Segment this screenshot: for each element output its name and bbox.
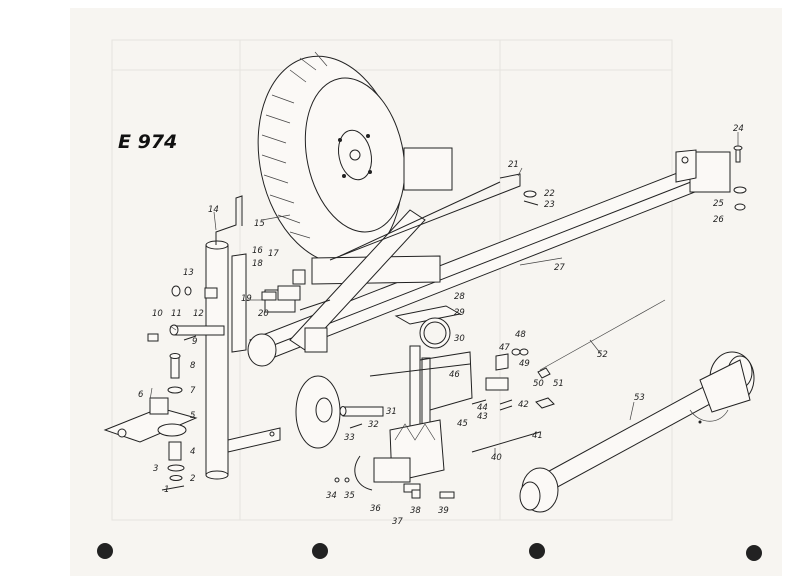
- part-label-46: 46: [449, 370, 460, 380]
- part-label-43: 43: [477, 412, 488, 422]
- punch-hole-2: [312, 543, 328, 559]
- part-label-4: 4: [190, 447, 195, 457]
- right-rods-and-brackets: [471, 299, 666, 453]
- part-label-12: 12: [193, 309, 204, 319]
- main-beam-part-27: [247, 147, 731, 367]
- part-label-35: 35: [344, 491, 355, 501]
- part-label-38: 38: [410, 506, 421, 516]
- part-label-1: 1: [164, 485, 169, 495]
- part-label-28: 28: [454, 292, 465, 302]
- part-label-30: 30: [454, 334, 465, 344]
- part-label-47: 47: [499, 343, 510, 353]
- part-number-labels: 1 2 3 4 5 6 7 8 9 10 11 12 13 14 15 16 1…: [138, 124, 744, 527]
- part-label-48: 48: [515, 330, 526, 340]
- part-label-7: 7: [190, 386, 196, 396]
- punch-hole-4: [746, 545, 762, 561]
- part-label-22: 22: [544, 189, 555, 199]
- punch-holes: [97, 543, 762, 561]
- center-parts: [295, 305, 462, 449]
- part-label-21: 21: [508, 160, 519, 170]
- part-label-25: 25: [713, 199, 724, 209]
- part-label-14: 14: [208, 205, 219, 215]
- part-label-17: 17: [268, 249, 279, 259]
- part-label-51: 51: [553, 379, 564, 389]
- part-label-50: 50: [533, 379, 544, 389]
- part-label-15: 15: [254, 219, 265, 229]
- part-label-26: 26: [713, 215, 724, 225]
- part-label-52: 52: [597, 350, 608, 360]
- part-label-23: 23: [544, 200, 555, 210]
- part-label-49: 49: [519, 359, 530, 369]
- lower-center-mechanism: [334, 345, 487, 499]
- diagram-title: E 974: [118, 131, 177, 153]
- part-label-44: 44: [477, 403, 488, 413]
- part-label-33: 33: [344, 433, 355, 443]
- wheel-tire-part-15: [257, 51, 406, 265]
- punch-hole-3: [529, 543, 545, 559]
- part-label-45: 45: [457, 419, 468, 429]
- part-label-24: 24: [733, 124, 744, 134]
- part-label-9: 9: [192, 337, 197, 347]
- part-label-32: 32: [368, 420, 379, 430]
- part-label-3: 3: [153, 464, 158, 474]
- part-label-53: 53: [634, 393, 645, 403]
- part-label-13: 13: [183, 268, 194, 278]
- part-label-6: 6: [138, 390, 144, 400]
- part-label-40: 40: [491, 453, 502, 463]
- upper-right-hardware: [329, 145, 747, 261]
- part-label-36: 36: [370, 504, 381, 514]
- part-label-42: 42: [518, 400, 529, 410]
- part-label-29: 29: [454, 308, 465, 318]
- pto-shaft-part-53: [519, 351, 755, 513]
- part-label-39: 39: [438, 506, 449, 516]
- part-label-2: 2: [190, 474, 195, 484]
- jack-stand-assembly: [103, 195, 306, 491]
- part-label-37: 37: [392, 517, 403, 527]
- part-label-41: 41: [532, 431, 543, 441]
- part-label-31: 31: [386, 407, 397, 417]
- leader-lines: [149, 132, 739, 457]
- part-label-19: 19: [241, 294, 252, 304]
- part-label-8: 8: [190, 361, 196, 371]
- part-label-5: 5: [190, 411, 195, 421]
- part-label-34: 34: [326, 491, 337, 501]
- part-label-27: 27: [554, 263, 565, 273]
- part-label-11: 11: [171, 309, 182, 319]
- part-label-20: 20: [258, 309, 269, 319]
- part-label-16: 16: [252, 246, 263, 256]
- part-label-18: 18: [252, 259, 263, 269]
- part-label-10: 10: [152, 309, 163, 319]
- punch-hole-1: [97, 543, 113, 559]
